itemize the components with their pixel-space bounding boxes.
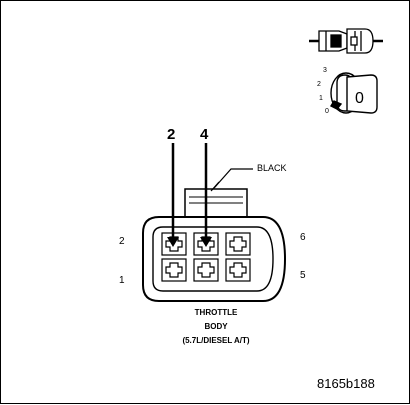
- ignition-key-icon: 0: [330, 72, 378, 114]
- pin-label-left-bottom: 1: [119, 275, 125, 286]
- figure-id: 8165b188: [317, 376, 375, 391]
- caption-line-2: BODY: [204, 322, 228, 331]
- cavity-5: [225, 258, 251, 282]
- terminal-cavities: [161, 232, 251, 282]
- key-pos-2: 2: [317, 81, 321, 88]
- connector-icon: [309, 28, 383, 54]
- pin-label-right-bottom: 5: [300, 270, 306, 281]
- caption-line-3: (5.7L/DIESEL A/T): [182, 336, 250, 345]
- caption-line-1: THROTTLE: [194, 308, 238, 317]
- key-face-label: 0: [355, 90, 364, 107]
- cavity-6: [225, 232, 251, 256]
- key-pos-1: 1: [319, 95, 323, 102]
- probe-arrows: [167, 143, 212, 247]
- cavity-1: [161, 258, 187, 282]
- callout-pin-2: 2: [167, 126, 176, 143]
- wire-leader: [210, 168, 253, 192]
- key-pos-0: 0: [325, 108, 329, 115]
- wire-color-label: BLACK: [257, 163, 287, 173]
- cavity-3: [193, 258, 219, 282]
- pin-label-right-top: 6: [300, 232, 306, 243]
- pin-label-left-top: 2: [119, 236, 125, 247]
- callout-pin-4: 4: [200, 126, 209, 143]
- key-pos-3: 3: [323, 67, 327, 74]
